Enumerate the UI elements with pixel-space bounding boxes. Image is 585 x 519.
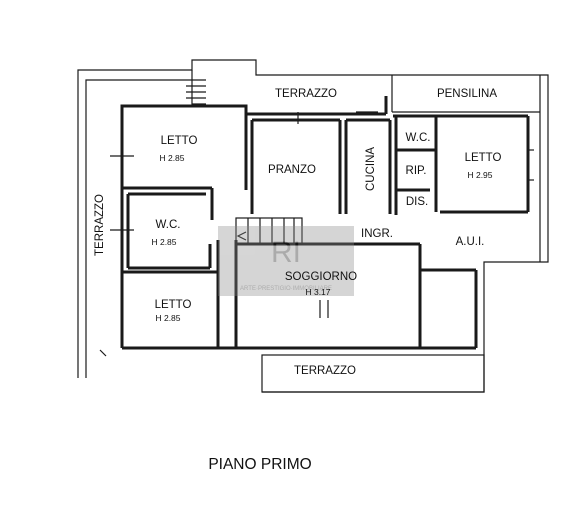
label-soggiorno-height: H 3.17 <box>305 287 330 297</box>
label-cucina: CUCINA <box>365 147 377 191</box>
watermark-tagline: ARTE·PRESTIGIO·IMMOBILIARE <box>240 286 332 292</box>
room-labels: TERRAZZO PENSILINA LETTO H 2.85 PRANZO C… <box>94 88 501 377</box>
windows <box>99 111 534 357</box>
label-aui: A.U.I. <box>456 236 485 248</box>
label-pranzo: PRANZO <box>268 164 316 176</box>
plan-title: PIANO PRIMO <box>208 456 311 473</box>
label-terrazzo-left: TERRAZZO <box>94 194 106 256</box>
watermark-logo: RI ARTE·PRESTIGIO·IMMOBILIARE <box>218 226 354 296</box>
label-soggiorno: SOGGIORNO <box>285 271 357 283</box>
label-letto-2: LETTO <box>155 299 192 311</box>
label-letto-right: LETTO <box>465 152 502 164</box>
label-rip: RIP. <box>406 165 427 177</box>
label-letto-2-height: H 2.85 <box>155 313 180 323</box>
label-ingr: INGR. <box>361 228 393 240</box>
label-terrazzo-bottom: TERRAZZO <box>294 365 356 377</box>
watermark-letters: RI <box>271 236 301 269</box>
label-terrazzo-top: TERRAZZO <box>275 88 337 100</box>
label-dis: DIS. <box>406 196 428 208</box>
label-wc-left: W.C. <box>156 219 181 231</box>
label-letto-1: LETTO <box>161 135 198 147</box>
label-wc-right: W.C. <box>406 132 431 144</box>
label-letto-1-height: H 2.85 <box>159 153 184 163</box>
outer-outline <box>77 59 549 393</box>
label-pensilina: PENSILINA <box>437 88 497 100</box>
walls <box>120 96 530 350</box>
label-wc-left-height: H 2.85 <box>151 237 176 247</box>
label-letto-right-height: H 2.95 <box>467 170 492 180</box>
stairs <box>186 79 303 245</box>
